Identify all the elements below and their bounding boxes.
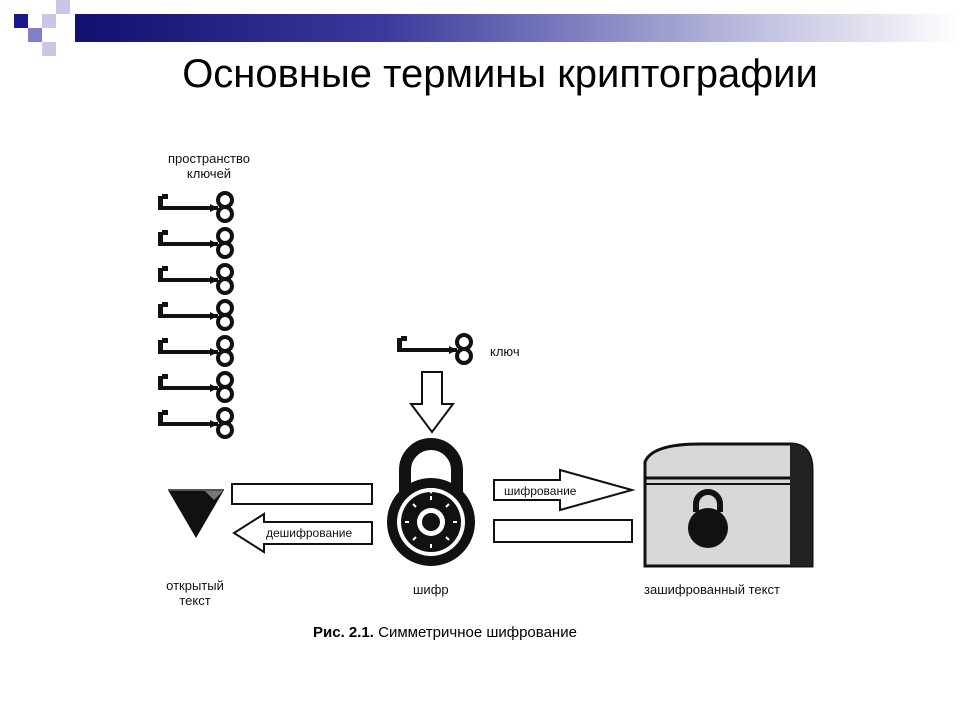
- encrypt-label: шифрование: [504, 484, 577, 498]
- plaintext-to-cipher-band: [231, 483, 373, 505]
- key-label: ключ: [490, 344, 520, 359]
- diamond-icon: [168, 489, 224, 538]
- encrypt-arrow: [493, 468, 636, 512]
- key-icon: [156, 335, 234, 367]
- key-space-label: пространство ключей: [167, 151, 251, 181]
- title-bar-decoration: [14, 0, 960, 56]
- slide-title: Основные термины криптографии: [182, 52, 818, 96]
- deco-square-5: [42, 42, 56, 56]
- down-arrow-icon: [409, 371, 455, 434]
- key-icon: [156, 227, 234, 259]
- decrypt-arrow: [232, 512, 373, 554]
- chest-icon: [643, 442, 814, 568]
- key-icon: [156, 191, 234, 223]
- key-icon: [156, 371, 234, 403]
- key-icon: [156, 407, 234, 439]
- caption-prefix: Рис. 2.1.: [313, 624, 374, 641]
- key-icon: [395, 333, 473, 365]
- deco-square-4: [56, 0, 70, 14]
- figure-caption: Рис. 2.1. Симметричное шифрование: [313, 624, 577, 641]
- caption-text: Симметричное шифрование: [378, 624, 577, 641]
- deco-square-2: [28, 28, 42, 42]
- key-icon: [156, 263, 234, 295]
- key-icon: [156, 299, 234, 331]
- cipher-from-chest-band: [493, 519, 633, 543]
- deco-square-3: [42, 14, 56, 28]
- decrypt-label: дешифрование: [266, 526, 353, 540]
- cipher-label: шифр: [413, 582, 449, 597]
- padlock-icon: [387, 438, 475, 566]
- ciphertext-label: зашифрованный текст: [644, 582, 780, 597]
- key-space-keys: [156, 191, 234, 439]
- plaintext-label: открытый текст: [166, 578, 224, 608]
- deco-square-1: [14, 14, 28, 28]
